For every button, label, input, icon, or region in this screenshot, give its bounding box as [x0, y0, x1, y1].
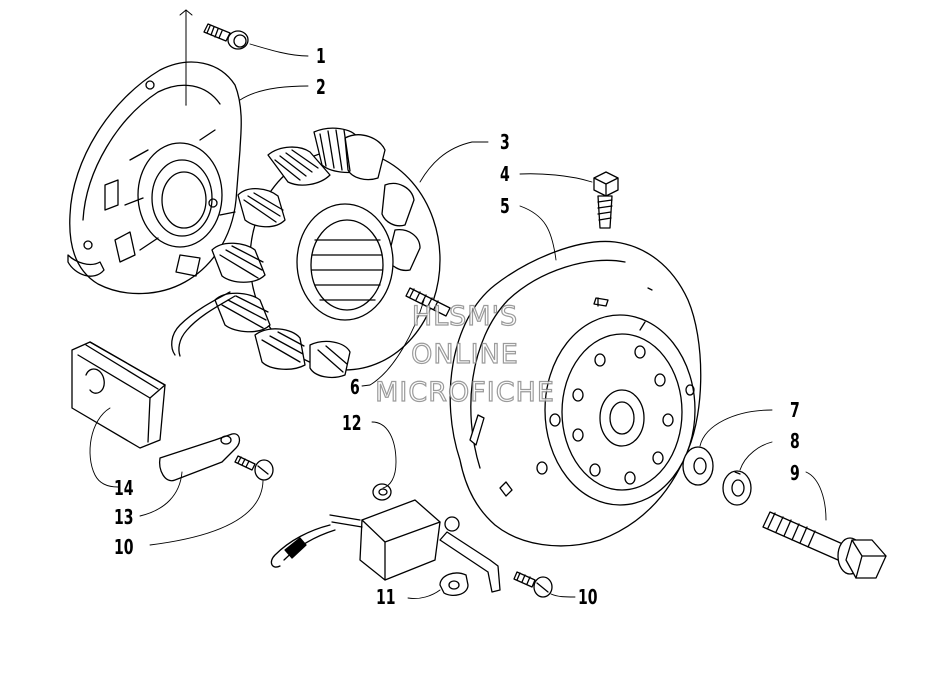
leader-lines [89, 43, 827, 599]
callout-10-right: 10 [578, 585, 598, 609]
flange-bolt-part-9 [762, 511, 887, 579]
magneto-housing [67, 61, 242, 295]
mounting-strip [439, 531, 501, 593]
plate-part-14 [71, 341, 166, 449]
watermark-line-3: MICROFICHE [374, 376, 555, 408]
washer-part-7 [682, 446, 714, 486]
pulser-module [270, 499, 460, 581]
callout-12: 12 [342, 411, 362, 435]
stator [171, 127, 441, 379]
callout-6: 6 [350, 375, 360, 399]
callout-9: 9 [790, 461, 800, 485]
flywheel [449, 240, 702, 547]
callout-2: 2 [316, 75, 326, 99]
watermark-line-1: HLSM'S [411, 300, 519, 332]
lock-washer-part-8 [722, 470, 752, 506]
screw-part-10-left [234, 455, 274, 481]
screw-part-1 [203, 23, 249, 50]
bolt-part-4 [593, 171, 619, 229]
screw-part-10-right [513, 571, 553, 598]
callout-11: 11 [376, 585, 396, 609]
watermark-line-2: ONLINE [411, 338, 519, 370]
callout-3: 3 [500, 130, 510, 154]
callout-13: 13 [114, 505, 134, 529]
callout-10-left: 10 [114, 535, 134, 559]
washer-part-12 [372, 483, 392, 501]
callout-7: 7 [790, 398, 800, 422]
callout-1: 1 [316, 44, 326, 68]
callout-14: 14 [114, 476, 134, 500]
callout-4: 4 [500, 162, 510, 186]
stud-part-6 [405, 287, 451, 317]
callout-8: 8 [790, 429, 800, 453]
bracket-part-13 [159, 433, 241, 482]
clip-part-11 [439, 572, 469, 596]
callout-5: 5 [500, 194, 510, 218]
